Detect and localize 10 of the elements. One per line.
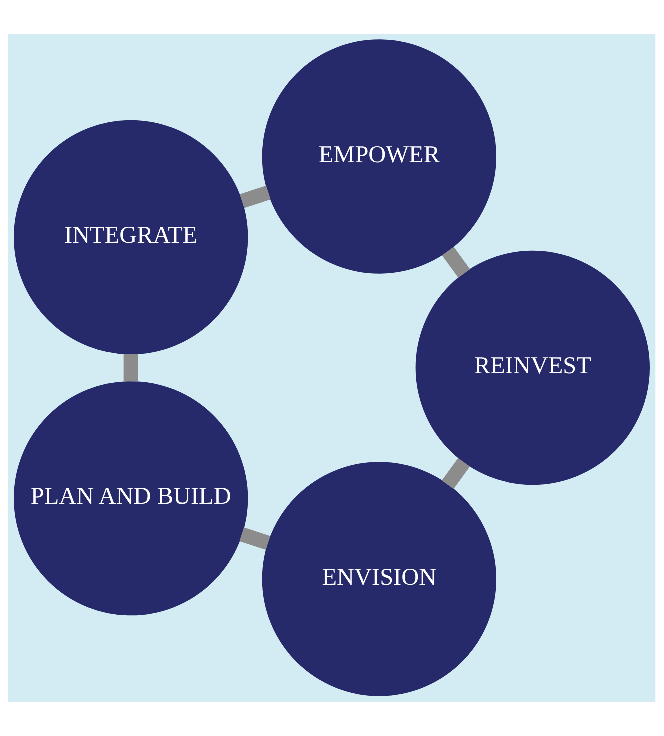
- connector: [240, 528, 271, 550]
- connector: [124, 354, 138, 382]
- node-circle: INTEGRATE: [14, 120, 248, 355]
- connector: [442, 458, 470, 490]
- node-circle: ENVISION: [262, 462, 497, 696]
- node-circle: PLAN AND BUILD: [14, 381, 248, 616]
- node-circle: EMPOWER: [262, 40, 497, 274]
- connector: [240, 186, 271, 208]
- node-circle: REINVEST: [416, 250, 650, 486]
- connector: [442, 247, 470, 278]
